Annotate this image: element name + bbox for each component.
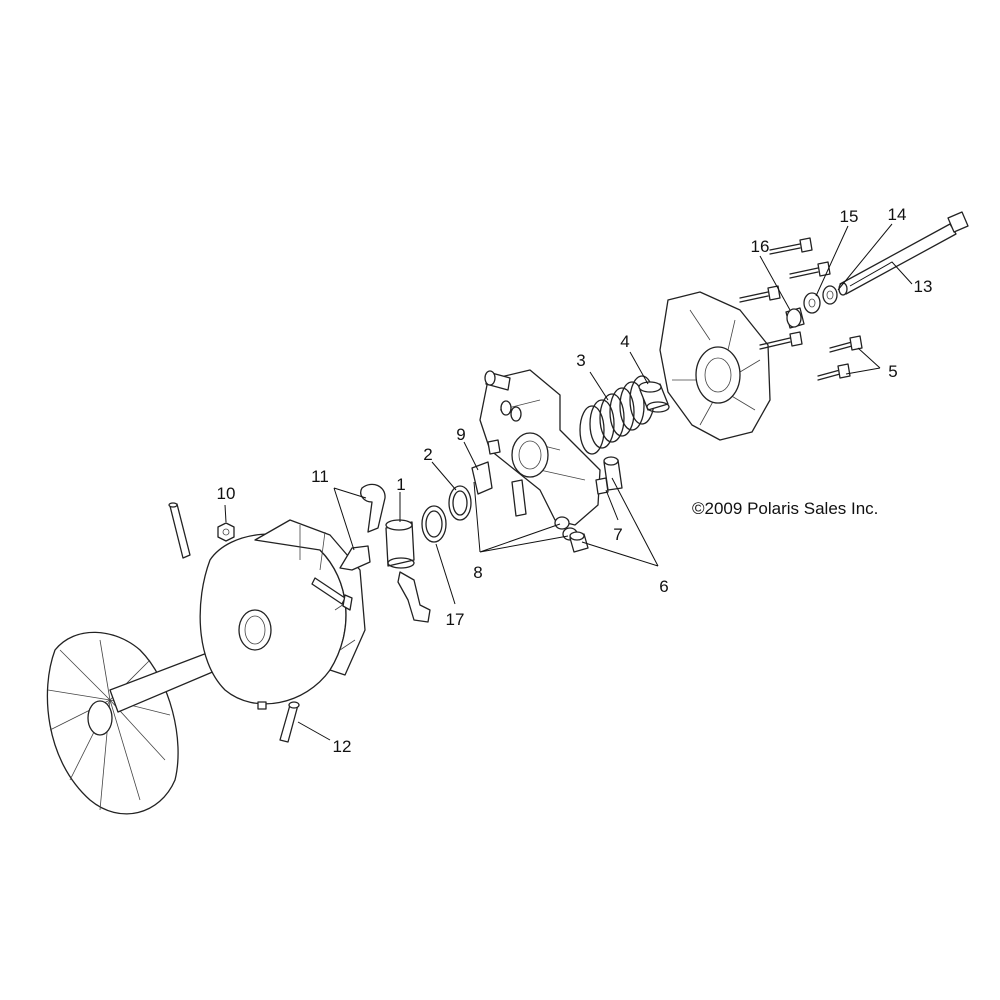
- part-17-ring: [421, 505, 447, 543]
- callout-7: 7: [613, 525, 622, 544]
- clutch-cover: [659, 291, 771, 441]
- part-6-rollers: [569, 531, 589, 553]
- callout-4: 4: [620, 332, 629, 351]
- spider-assembly: [479, 369, 601, 526]
- small-nut: [257, 701, 267, 710]
- callout-6: 6: [659, 577, 668, 596]
- part-5-bolts: [817, 335, 863, 381]
- callout-13: 13: [914, 277, 933, 296]
- part-15-washer: [803, 292, 821, 314]
- callout-16: 16: [751, 237, 770, 256]
- callout-1: 1: [396, 475, 405, 494]
- part-16-spacer: [785, 307, 805, 329]
- cover-bolts: [739, 237, 831, 350]
- part-7-pin: [595, 456, 623, 495]
- part-12-pin: [279, 701, 300, 743]
- part-2-ring: [448, 485, 472, 521]
- callout-17: 17: [446, 610, 465, 629]
- callout-14: 14: [888, 205, 907, 224]
- callout-5: 5: [888, 362, 897, 381]
- callout-11: 11: [311, 467, 329, 486]
- part-9-button: [471, 461, 493, 495]
- leader-lines: [224, 223, 913, 741]
- callout-labels: 1 2 3 4 5 6 7 8 9 10 11 12 13 14 15 16 1…: [217, 205, 933, 756]
- fixed-sheave-fan: [46, 631, 225, 815]
- part-3-spring: [579, 375, 655, 455]
- weight-pin: [168, 502, 191, 559]
- part-10-nut: [217, 522, 235, 542]
- roller-pin: [311, 577, 353, 611]
- callout-10: 10: [217, 484, 236, 503]
- callout-2: 2: [423, 445, 432, 464]
- part-1-bushing: [385, 519, 415, 569]
- part-14-washer: [822, 285, 838, 305]
- copyright-notice: ©2009 Polaris Sales Inc.: [692, 499, 878, 518]
- callout-8: 8: [473, 563, 482, 582]
- callout-9: 9: [456, 425, 465, 444]
- moveable-sheave: [199, 519, 366, 705]
- callout-12: 12: [333, 737, 352, 756]
- part-11-weights: [339, 483, 431, 623]
- part-13-bolt: [838, 211, 969, 296]
- spider-pins: [484, 370, 527, 517]
- part-4-bushing: [638, 381, 670, 413]
- callout-15: 15: [840, 207, 859, 226]
- callout-3: 3: [576, 351, 585, 370]
